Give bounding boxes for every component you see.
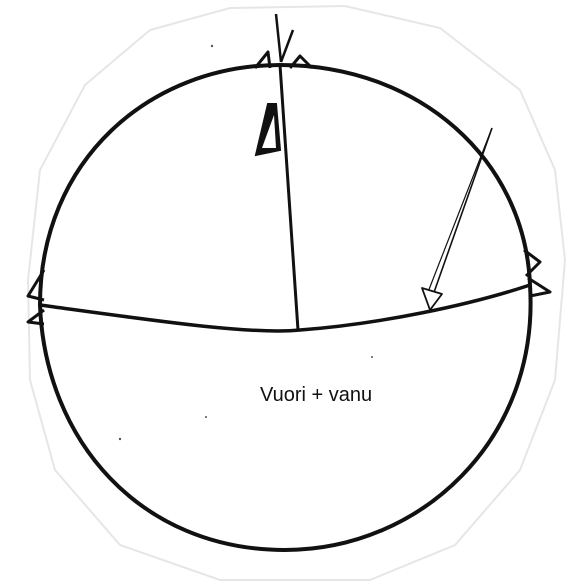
lining-label: Vuori + vanu bbox=[260, 384, 372, 407]
label-box: Vuori + vanu bbox=[240, 368, 460, 464]
